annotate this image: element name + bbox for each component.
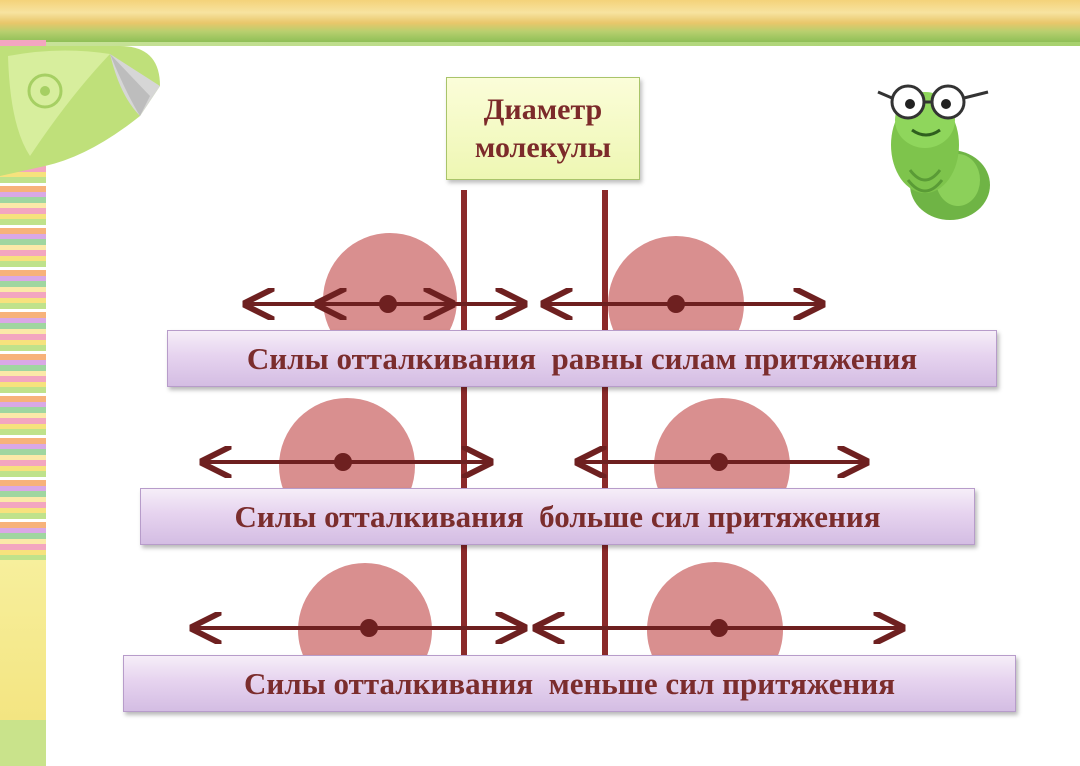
molecule-center-row3-left	[360, 619, 378, 637]
molecule-center-row2-right	[710, 453, 728, 471]
band-label: Силы отталкивания меньше сил притяжения	[243, 665, 896, 701]
band-repulsion-greater: Силы отталкивания больше сил притяжения	[140, 488, 975, 545]
molecule-diameter-label: Диаметр молекулы	[446, 77, 640, 180]
molecule-center-row1-right	[667, 295, 685, 313]
leaf-corner-icon	[0, 46, 160, 176]
band-forces-equal: Силы отталкивания равны силам притяжения	[167, 330, 997, 387]
left-decor-stripe-bottom	[0, 720, 46, 766]
title-line-2: молекулы	[474, 130, 612, 164]
band-label: Силы отталкивания равны силам притяжения	[246, 340, 918, 376]
title-line-1: Диаметр	[483, 92, 603, 126]
top-decor-stripe	[0, 0, 1080, 46]
molecule-center-row1-left	[379, 295, 397, 313]
molecule-center-row3-right	[710, 619, 728, 637]
band-repulsion-less: Силы отталкивания меньше сил притяжения	[123, 655, 1016, 712]
band-label: Силы отталкивания больше сил притяжения	[234, 498, 881, 534]
bookworm-with-glasses-icon	[877, 84, 990, 220]
molecule-center-row2-left	[334, 453, 352, 471]
